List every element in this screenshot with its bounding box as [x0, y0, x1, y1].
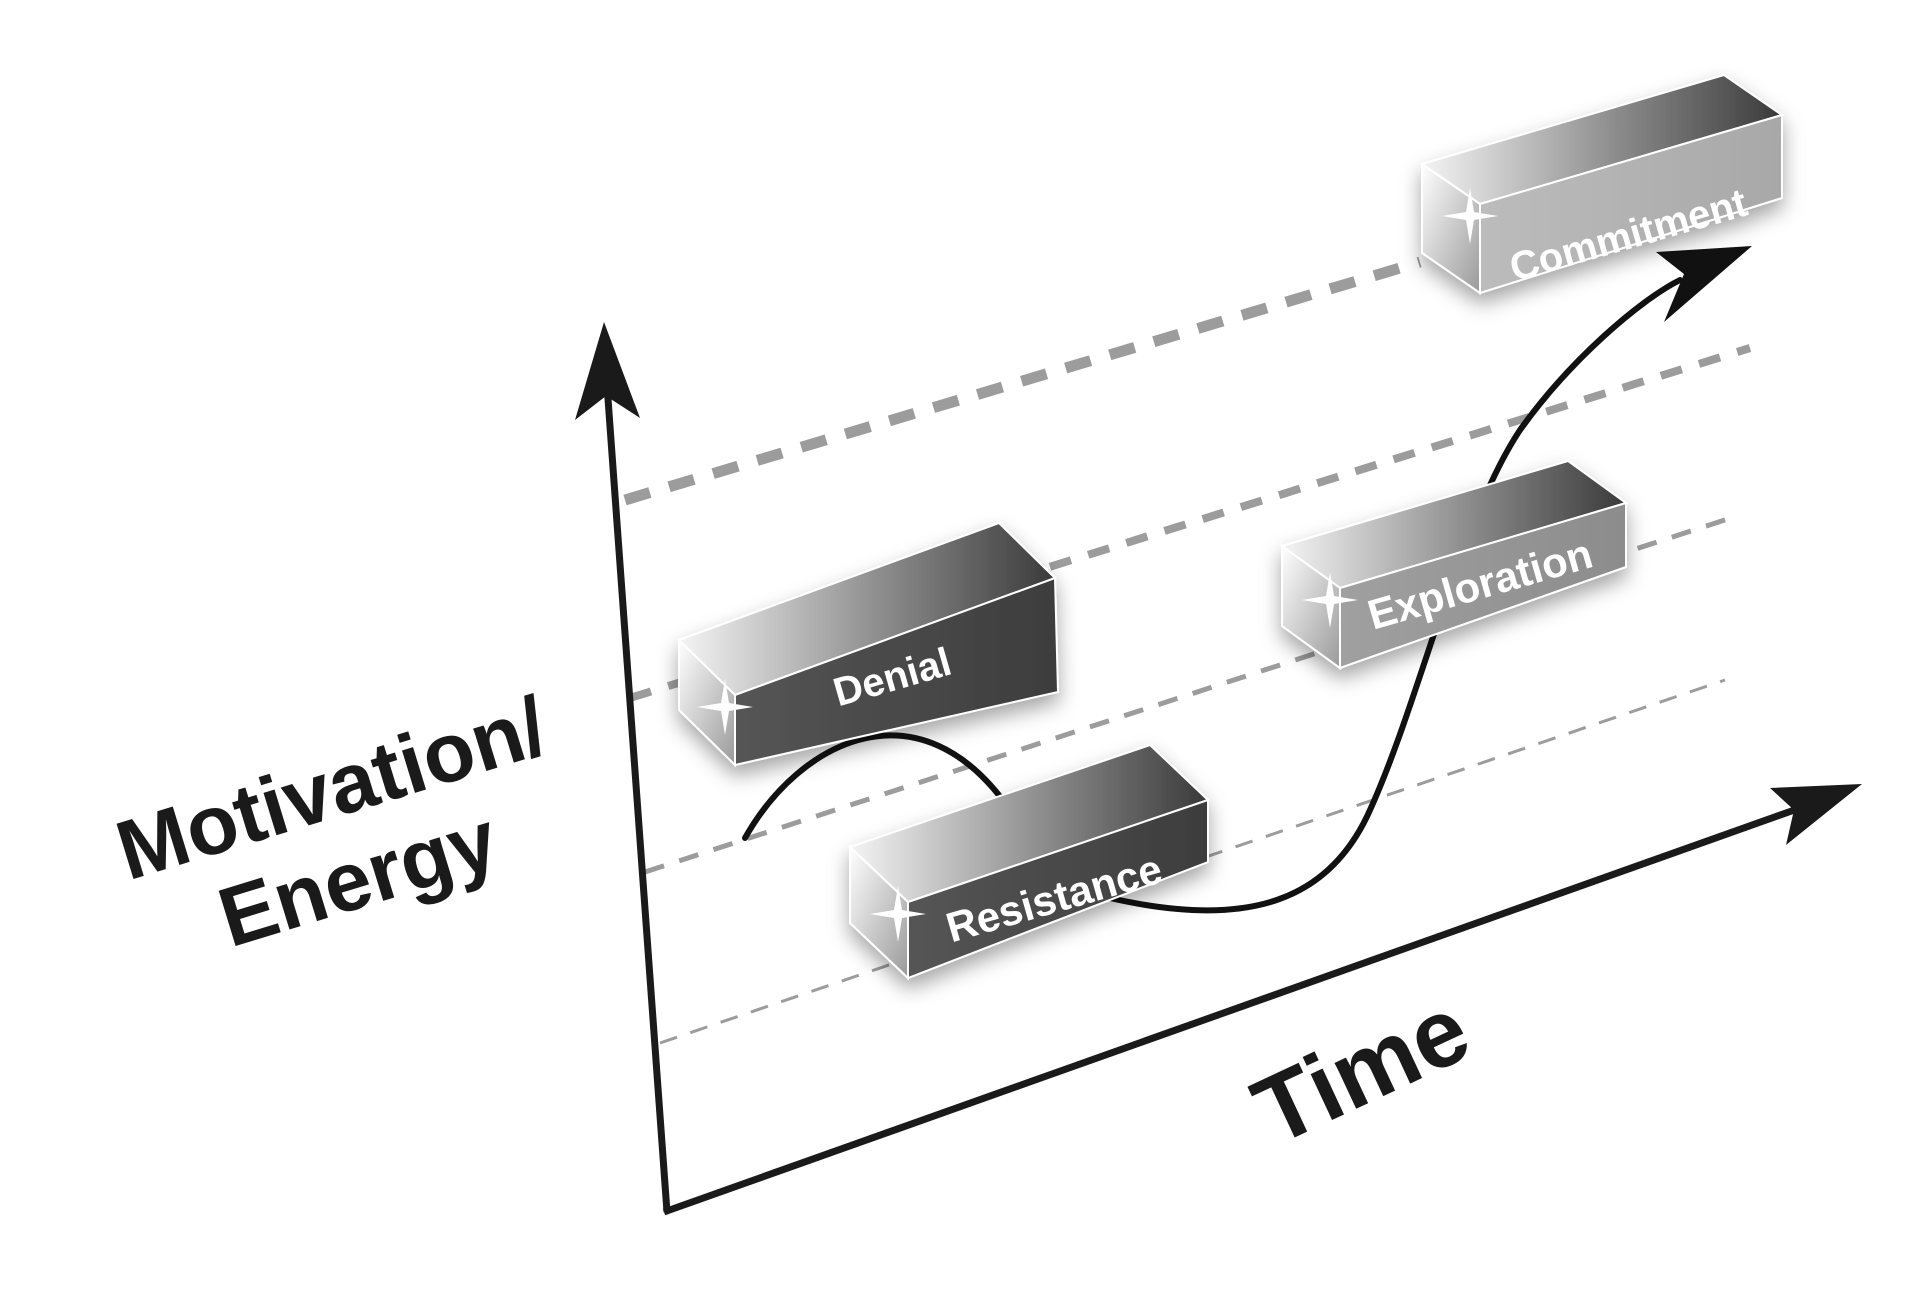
x-axis-arrowhead — [1770, 784, 1862, 845]
guide-line-denial-level — [644, 512, 1741, 875]
block-front-face — [734, 576, 1060, 767]
guide-line-exploration-level — [628, 344, 1752, 702]
sparkle-icon — [1442, 188, 1498, 244]
stage-block-denial: Denial — [677, 521, 1060, 768]
stage-block-exploration: Exploration — [1279, 459, 1629, 670]
change-curve — [742, 246, 1752, 914]
block-front-face — [1479, 113, 1783, 295]
sparkle-icon — [697, 679, 753, 735]
x-axis — [662, 804, 1802, 1216]
curve-arrowhead — [1656, 246, 1752, 322]
sparkle-icon — [1302, 572, 1358, 628]
axes — [575, 322, 1862, 1216]
block-front-face — [1339, 501, 1627, 670]
x-axis-label: Time — [1238, 975, 1485, 1166]
stage-block-resistance: Resistance — [848, 743, 1210, 981]
sparkle-icon — [870, 886, 926, 942]
y-axis-arrowhead — [575, 322, 640, 420]
curve-main-rise — [1107, 277, 1683, 914]
y-axis-label: Motivation/ Energy — [106, 678, 557, 965]
guide-line-resistance-level — [659, 678, 1726, 1045]
curve-denial-arc — [742, 732, 1013, 841]
y-axis — [603, 384, 671, 1213]
guide-line-commitment-level — [623, 256, 1422, 506]
guide-lines — [623, 256, 1752, 1045]
block-front-face — [907, 798, 1209, 980]
stage-block-commitment: Commitment — [1419, 73, 1785, 295]
